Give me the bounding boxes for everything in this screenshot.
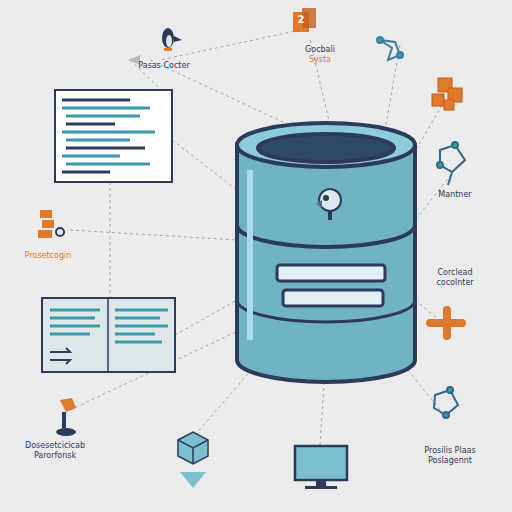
icon-label: Corclead cocolnter — [420, 268, 490, 287]
icon-label: Gocbali — [290, 45, 350, 55]
icon-label: Prosetcogin — [8, 251, 88, 261]
icon-label: Mantner — [420, 190, 490, 200]
icon-label: Pasas Cocter — [129, 61, 199, 71]
icon-label: Prosilis Plaas Poslagennt — [410, 446, 490, 465]
icon-label: Dosesetcicicab Parorfonsk — [10, 441, 100, 460]
badge-number: 2 — [294, 14, 308, 26]
icon-label: Systa — [290, 55, 350, 65]
